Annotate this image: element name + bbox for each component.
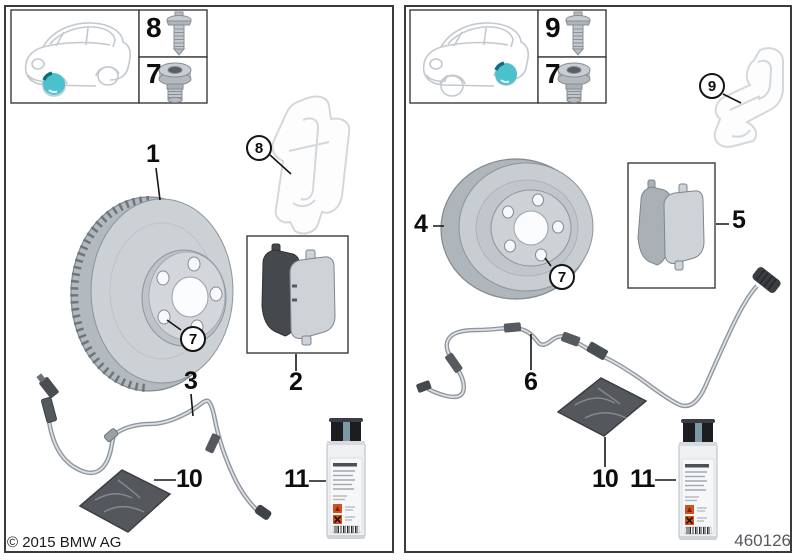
- inset-label-plug-rear[interactable]: 7: [545, 58, 561, 89]
- brake-cleaner-spray-can: [678, 418, 718, 541]
- callout-rear-disc[interactable]: 4: [414, 210, 428, 238]
- rear-brake-disc-graphic: [440, 158, 594, 300]
- front-wheel-highlight: [41, 71, 67, 97]
- rear-caliper-carrier-graphic: [713, 47, 784, 148]
- brake-cleaner-spray-can: [326, 417, 366, 540]
- rear-axle-panel: [404, 5, 792, 553]
- callout-rear-foil[interactable]: 10: [592, 465, 619, 493]
- rear-brake-pads-graphic: [637, 179, 705, 271]
- rear-foil-pack-graphic: [556, 377, 648, 437]
- front-foil-pack-graphic: [78, 469, 172, 533]
- callout-front-disc[interactable]: 1: [146, 140, 160, 168]
- front-panel-border: [4, 5, 394, 553]
- copyright-text: © 2015 BMW AG: [7, 534, 122, 551]
- rear-wheel-highlight: [493, 61, 519, 87]
- callout-front-spray[interactable]: 11: [284, 465, 309, 493]
- rear-leader-lines: [433, 93, 742, 481]
- callout-rear-pads[interactable]: 5: [732, 206, 746, 234]
- inset-label-bolt-rear[interactable]: 9: [545, 12, 561, 43]
- callout-front-hub-screw-circled[interactable]: 7: [180, 326, 206, 352]
- front-caliper-carrier-graphic: [271, 95, 351, 235]
- callout-rear-hub-screw-circled[interactable]: 7: [549, 264, 575, 290]
- drawing-number-text: 460126: [734, 531, 791, 550]
- callout-front-sensor[interactable]: 3: [184, 367, 198, 395]
- rear-panel-border: [404, 5, 792, 553]
- vent-slots: [70, 196, 150, 392]
- callout-front-carrier-circled[interactable]: 8: [246, 135, 272, 161]
- rear-wear-sensor-graphic: [416, 267, 781, 409]
- front-brake-disc-graphic: [70, 196, 234, 392]
- inset-label-bolt-front[interactable]: 8: [146, 12, 162, 43]
- car-locator-box: [409, 9, 539, 104]
- callout-rear-carrier-circled[interactable]: 9: [699, 73, 725, 99]
- car-locator-box: [10, 9, 140, 104]
- front-brake-pads-graphic: [261, 243, 336, 346]
- front-leader-lines: [154, 154, 326, 482]
- callout-rear-spray[interactable]: 11: [630, 465, 655, 493]
- callout-rear-sensor[interactable]: 6: [524, 368, 538, 396]
- callout-front-pads[interactable]: 2: [289, 368, 303, 396]
- inset-label-plug-front[interactable]: 7: [146, 58, 162, 89]
- callout-front-foil[interactable]: 10: [176, 465, 203, 493]
- front-wear-sensor-graphic: [36, 373, 272, 520]
